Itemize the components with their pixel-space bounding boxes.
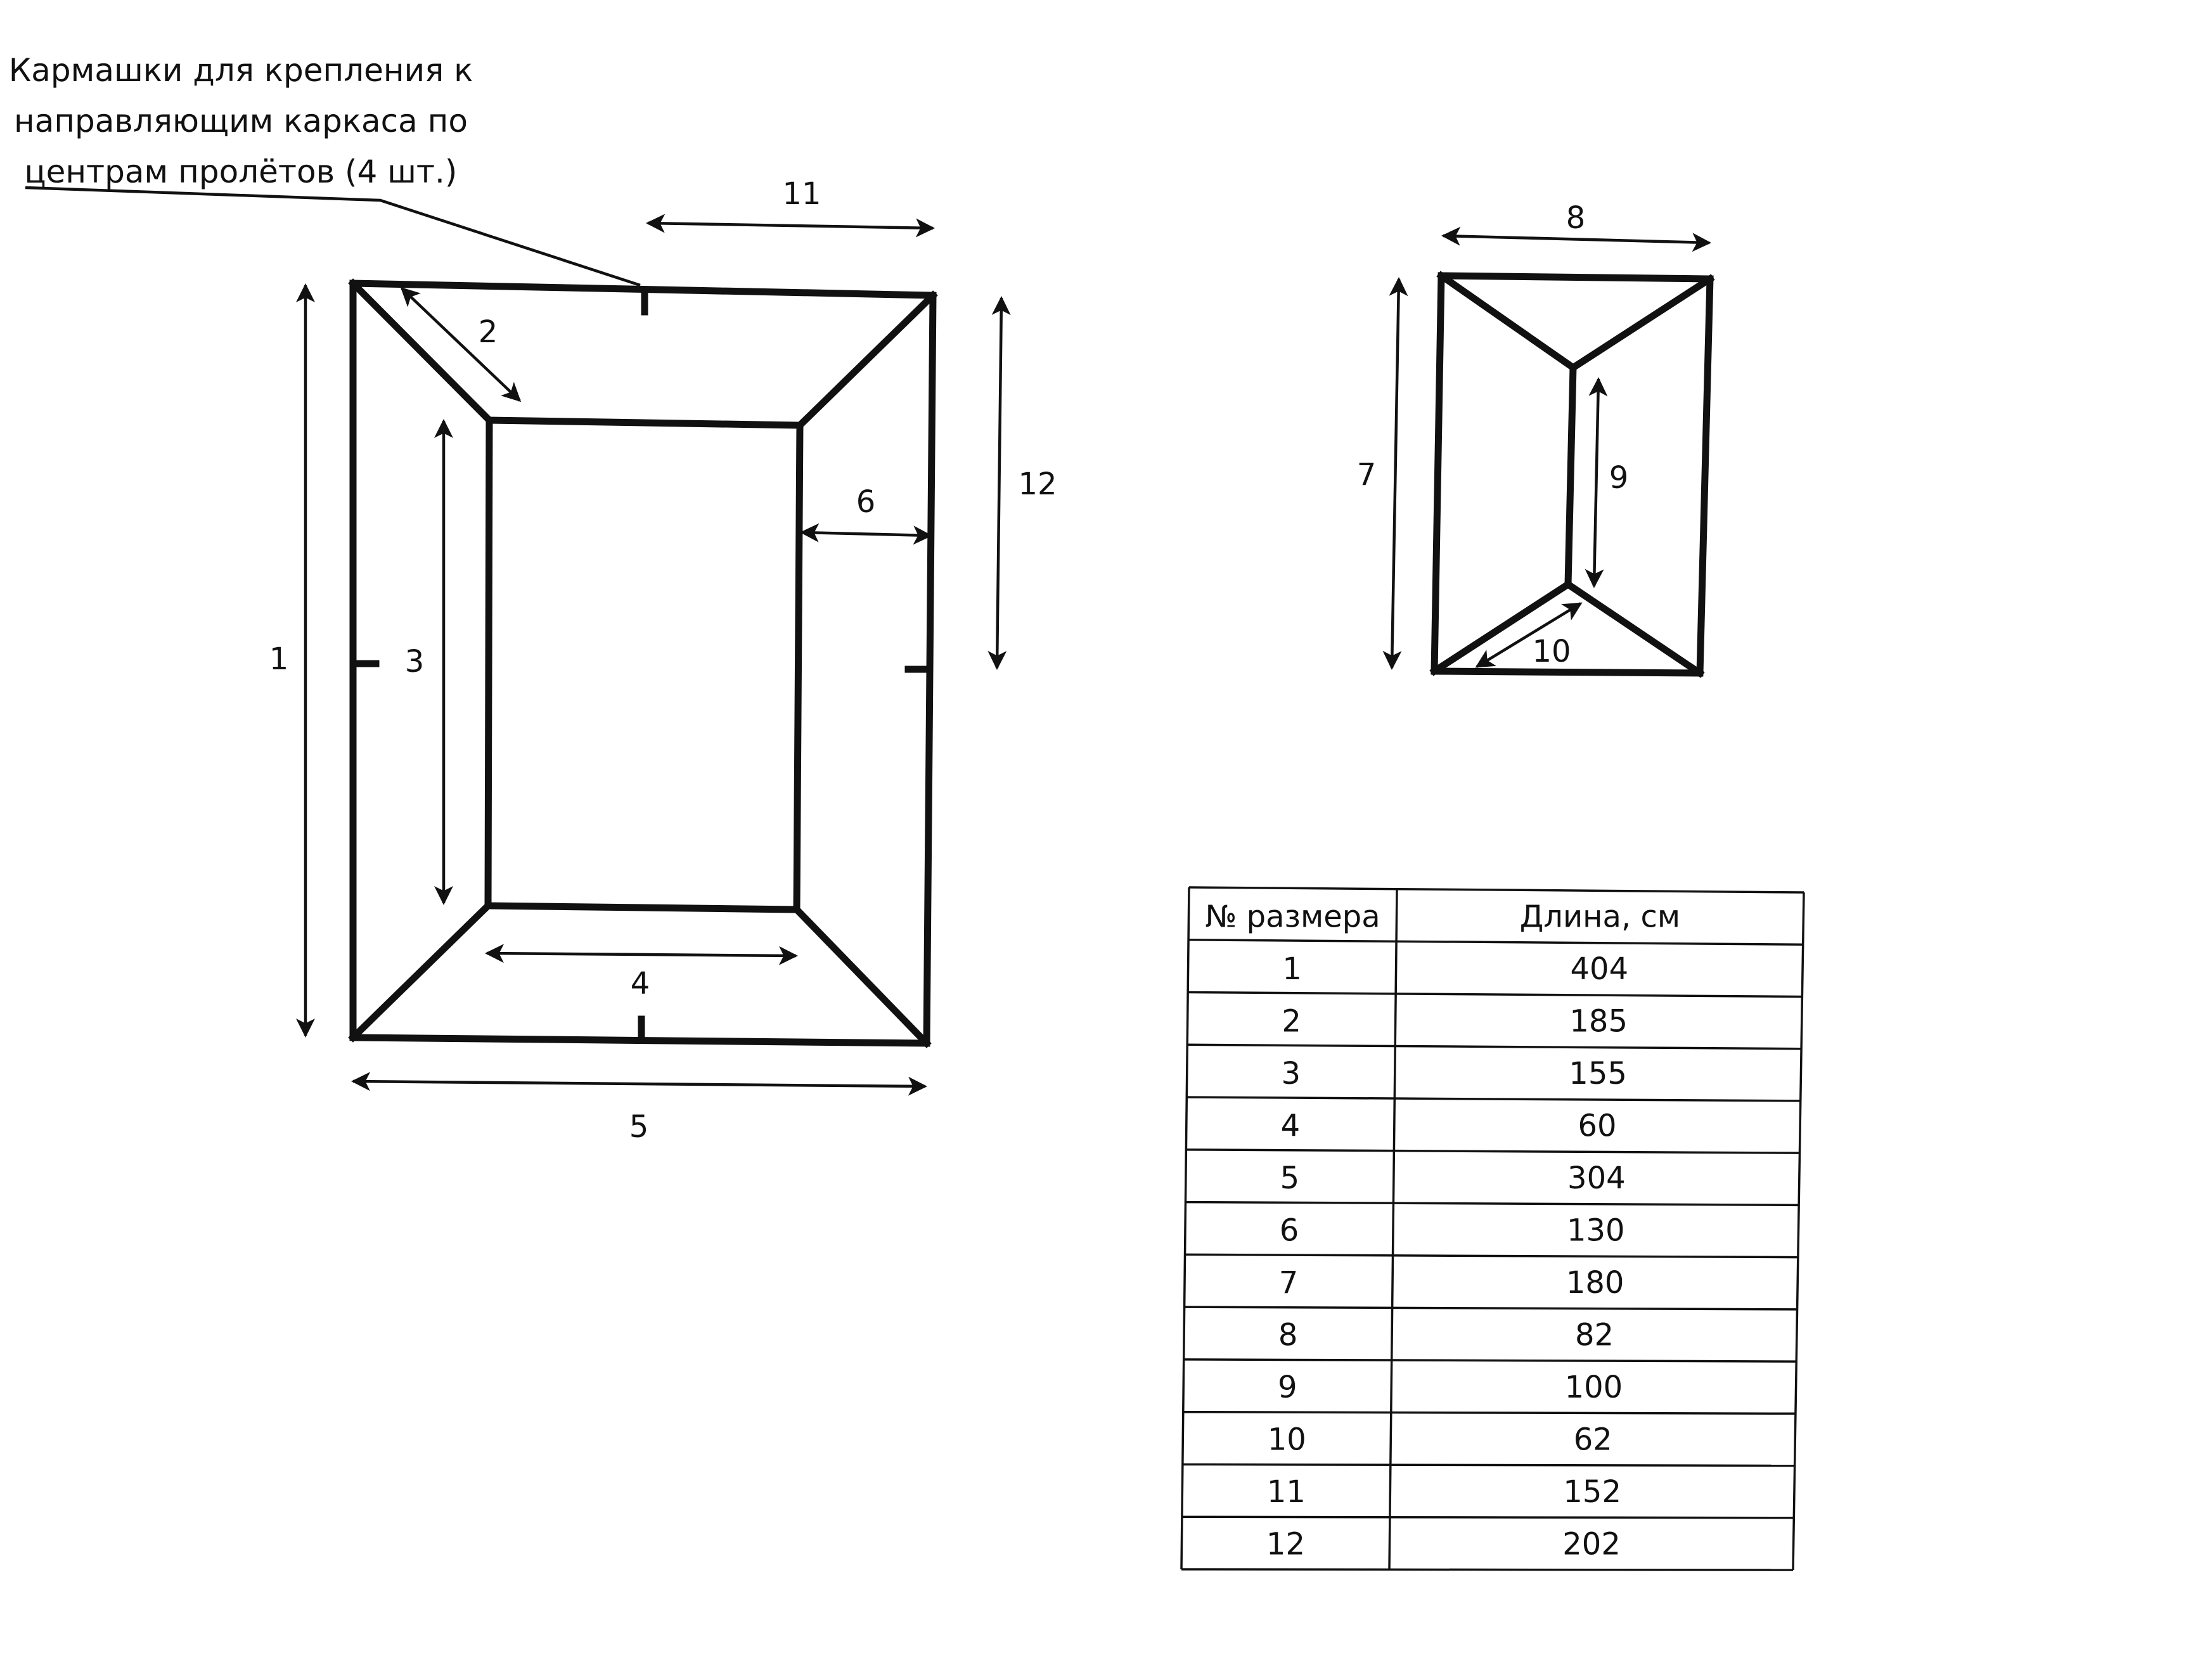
dimension-arrow-2 (400, 286, 522, 402)
table-row-divider (1187, 1043, 1802, 1050)
large-frame-inner-outline (484, 416, 804, 913)
callout-leader-line (25, 186, 641, 287)
table-row-divider (1188, 991, 1803, 998)
table-column-divider (1388, 889, 1398, 1570)
dimension-label-9: 9 (1609, 460, 1629, 496)
large-frame-corner-br (792, 904, 932, 1048)
table-cell-length: 185 (1569, 1003, 1628, 1039)
dimension-arrow-10 (1475, 602, 1583, 668)
dimension-arrow-5 (351, 1072, 927, 1096)
dimension-label-6: 6 (856, 484, 876, 520)
dimension-arrow-8 (1441, 226, 1711, 252)
dimension-label-7: 7 (1357, 457, 1377, 492)
table-cell-length: 404 (1571, 951, 1629, 987)
table-cell-number: 3 (1281, 1056, 1301, 1091)
table-cell-number: 5 (1280, 1161, 1300, 1196)
callout-line-1: Кармашки для крепления к (9, 52, 473, 89)
table-header-length: Длина, см (1520, 899, 1680, 934)
table-cell-length: 152 (1563, 1474, 1621, 1510)
table-cell-number: 6 (1280, 1212, 1299, 1248)
dimension-label-10: 10 (1532, 634, 1571, 669)
large-frame (348, 278, 938, 1048)
small-frame-diagonal-tr (1568, 274, 1715, 373)
table-cell-number: 7 (1279, 1265, 1299, 1301)
callout-note: Кармашки для крепления к направляющим ка… (9, 52, 641, 287)
callout-line-2: направляющим каркаса по (14, 103, 468, 139)
large-frame-outer-outline (349, 280, 937, 1047)
dimension-arrow-9 (1585, 377, 1608, 588)
table-cell-number: 12 (1266, 1526, 1305, 1562)
dimension-arrow-4 (485, 944, 798, 965)
table-cell-number: 1 (1282, 951, 1302, 987)
table-cell-length: 130 (1567, 1212, 1625, 1248)
table-row-divider (1184, 1306, 1797, 1311)
table-cell-number: 11 (1267, 1474, 1306, 1510)
dimension-arrow-11 (646, 214, 935, 238)
callout-line-3: центрам пролётов (4 шт.) (25, 153, 458, 190)
dimension-label-11: 11 (782, 176, 821, 212)
table-row-divider (1185, 1200, 1799, 1207)
large-frame-corner-tr (795, 290, 938, 430)
table-border-left (1180, 887, 1190, 1570)
table-cell-length: 202 (1562, 1526, 1621, 1562)
dimension-label-1: 1 (269, 641, 289, 677)
table-cell-length: 155 (1569, 1056, 1627, 1091)
table-row-divider (1186, 1148, 1800, 1154)
table-cell-number: 9 (1278, 1370, 1297, 1405)
table-row-divider (1183, 1410, 1796, 1415)
dimension-arrow-12 (987, 296, 1011, 670)
dimension-arrow-6 (800, 523, 932, 545)
table-cell-length: 304 (1567, 1161, 1626, 1196)
table-cell-number: 10 (1268, 1422, 1306, 1457)
small-frame-dimensions: 8 7 9 10 (1357, 200, 1711, 670)
table-border-top (1188, 886, 1804, 894)
table-row-divider (1183, 1358, 1797, 1363)
dimension-label-2: 2 (479, 314, 498, 350)
small-frame-diagonal-tl (1436, 271, 1578, 373)
table-cell-length: 60 (1578, 1108, 1616, 1143)
table-cell-length: 82 (1575, 1317, 1614, 1353)
large-frame-corner-bl (348, 901, 493, 1043)
table-border-right (1792, 892, 1805, 1571)
table-cell-length: 100 (1565, 1370, 1623, 1405)
dimension-label-4: 4 (631, 966, 650, 1001)
dimension-label-8: 8 (1566, 200, 1586, 236)
table-row-divider (1185, 1253, 1798, 1259)
table-border-bottom (1181, 1568, 1794, 1571)
table-row-divider (1181, 1515, 1794, 1519)
table-cell-length: 62 (1574, 1422, 1612, 1457)
dimensions-table: № размера Длина, см 1 404 2 185 3 155 4 60 5 304 6 13… (1180, 886, 1805, 1571)
large-frame-dimensions: 1 2 3 4 5 6 11 12 (269, 176, 1057, 1145)
dimension-arrow-7 (1382, 277, 1408, 670)
table-header-number: № размера (1205, 899, 1380, 934)
table-cell-number: 4 (1281, 1108, 1301, 1143)
table-row-divider (1186, 1096, 1801, 1102)
table-row-divider (1188, 939, 1803, 946)
small-frame-center-ridge (1564, 364, 1577, 588)
small-frame (1429, 271, 1715, 678)
dimension-label-12: 12 (1018, 466, 1057, 502)
table-cell-length: 180 (1566, 1265, 1624, 1301)
dimension-label-5: 5 (629, 1109, 649, 1145)
table-row-divider (1182, 1463, 1795, 1467)
table-cell-number: 2 (1282, 1003, 1301, 1039)
dimension-label-3: 3 (405, 644, 425, 679)
small-frame-diagonal-br (1563, 579, 1705, 678)
table-cell-number: 8 (1278, 1317, 1298, 1353)
